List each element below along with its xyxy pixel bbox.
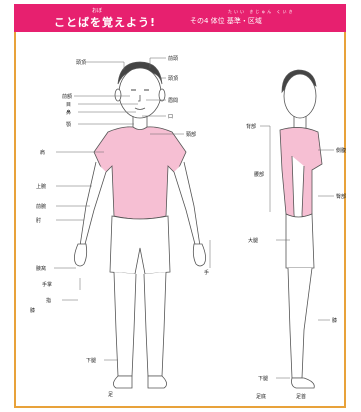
label-side-6: 下腿	[258, 376, 268, 382]
label-front-19: 下腿	[86, 358, 96, 364]
label-front-10: 肩	[40, 150, 45, 156]
side-head	[284, 74, 316, 118]
front-figure	[74, 62, 205, 388]
label-front-15: 手	[204, 270, 209, 276]
label-front-7: 口	[168, 114, 173, 120]
label-front-6: 鼻	[66, 110, 71, 116]
label-front-13: 肘	[36, 218, 41, 224]
label-side-2: 腰部	[254, 172, 264, 178]
label-front-3: 前額	[62, 94, 72, 100]
label-side-8: 足底	[256, 394, 266, 400]
label-front-0: 頭頂	[76, 60, 86, 66]
label-side-1: 側腹	[336, 148, 346, 154]
side-figure	[280, 70, 322, 388]
label-front-12: 前腕	[36, 204, 46, 210]
label-front-17: 指	[46, 298, 51, 304]
front-shorts	[110, 216, 170, 274]
label-side-4: 大腿	[248, 238, 258, 244]
side-shorts	[286, 214, 314, 268]
label-front-4: 眉間	[168, 98, 178, 104]
label-front-8: 顎	[66, 122, 71, 128]
front-shirt	[94, 127, 186, 219]
label-front-20: 足	[108, 392, 113, 398]
label-front-5: 目	[66, 102, 71, 108]
label-front-14: 腋窩	[36, 266, 46, 272]
front-head	[119, 68, 161, 118]
label-front-9: 頸部	[186, 132, 196, 138]
label-front-16: 手掌	[42, 282, 52, 288]
label-side-0: 背部	[246, 124, 256, 130]
label-front-11: 上腕	[36, 184, 46, 190]
label-side-3: 臀部	[336, 194, 346, 200]
label-front-1: 前頭	[168, 56, 178, 62]
label-side-5: 膝	[332, 318, 337, 324]
label-side-7: 足首	[296, 394, 306, 400]
label-front-2: 頭頂	[168, 76, 178, 82]
label-front-18: 膝	[30, 308, 35, 314]
